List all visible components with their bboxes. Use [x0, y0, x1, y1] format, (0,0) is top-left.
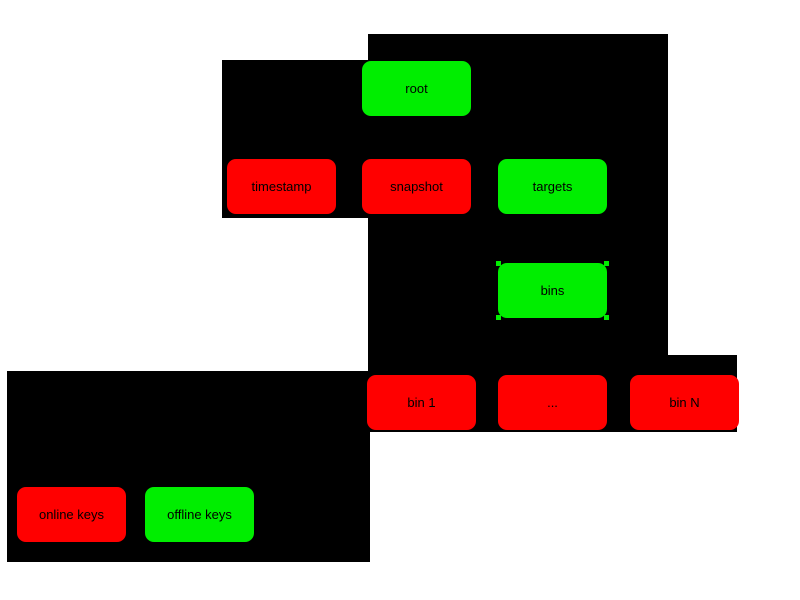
node-bins[interactable]: bins: [496, 261, 609, 320]
node-timestamp[interactable]: timestamp: [227, 159, 336, 214]
selection-handle-br-icon[interactable]: [604, 315, 609, 320]
node-offline-keys[interactable]: offline keys: [145, 487, 254, 542]
node-bin-1[interactable]: bin 1: [367, 375, 476, 430]
node-label-root: root: [405, 81, 428, 96]
node-label-timestamp: timestamp: [251, 179, 312, 194]
node-label-targets: targets: [532, 179, 573, 194]
node-targets[interactable]: targets: [498, 159, 607, 214]
node-label-bin-ellipsis: ...: [547, 395, 558, 410]
node-label-bins: bins: [540, 283, 565, 298]
node-label-bin-n: bin N: [669, 395, 700, 410]
selection-handle-tl-icon[interactable]: [496, 261, 501, 266]
node-label-online-keys: online keys: [38, 507, 105, 522]
selection-handle-bl-icon[interactable]: [496, 315, 501, 320]
node-label-snapshot: snapshot: [390, 179, 443, 194]
selection-handle-tr-icon[interactable]: [604, 261, 609, 266]
node-bin-ellipsis[interactable]: ...: [498, 375, 607, 430]
node-bin-n[interactable]: bin N: [630, 375, 739, 430]
node-label-offline-keys: offline keys: [167, 507, 232, 522]
node-snapshot[interactable]: snapshot: [362, 159, 471, 214]
node-online-keys[interactable]: online keys: [17, 487, 126, 542]
node-label-bin-1: bin 1: [407, 395, 436, 410]
node-root[interactable]: root: [362, 61, 471, 116]
